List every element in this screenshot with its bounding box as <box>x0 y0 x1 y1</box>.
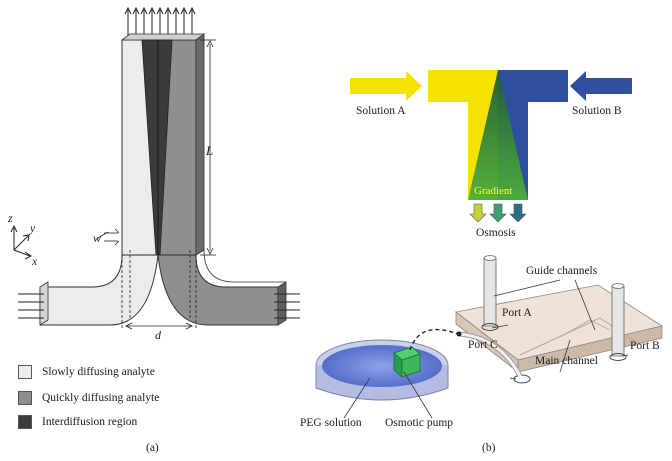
legend-swatch <box>18 415 32 429</box>
dim-label-d: d <box>155 328 161 342</box>
legend-swatch <box>18 365 32 379</box>
legend-label: Interdiffusion region <box>42 416 138 428</box>
label-port-c: Port C <box>468 339 498 351</box>
panel-b-chip <box>455 255 664 384</box>
label-guide-channels: Guide channels <box>526 265 598 277</box>
panel-b-peg-dish <box>315 328 462 419</box>
gradient-wedge <box>468 70 528 200</box>
label-main-channel: Main channel <box>535 355 598 367</box>
legend-swatch <box>18 391 32 405</box>
axes-triad <box>10 224 32 260</box>
legend-item-quick: Quickly diffusing analyte <box>18 390 159 406</box>
label-osmosis: Osmosis <box>476 227 516 239</box>
osmosis-arrows <box>469 203 527 223</box>
label-port-a: Port A <box>502 307 532 319</box>
panel-a-device <box>10 6 300 330</box>
caption-a: (a) <box>146 442 159 454</box>
axis-label-y: y <box>30 223 36 235</box>
label-gradient: Gradient <box>474 185 513 197</box>
dim-label-L: L <box>206 143 214 158</box>
label-osmotic-pump: Osmotic pump <box>385 417 454 429</box>
legend-label: Quickly diffusing analyte <box>42 392 160 404</box>
arrow-solution-b <box>570 71 632 101</box>
legend-label: Slowly diffusing analyte <box>42 366 155 378</box>
label-port-b: Port B <box>630 340 660 352</box>
panel-b-t-junction <box>350 70 632 223</box>
dim-label-w: w <box>93 231 102 245</box>
label-solution-a: Solution A <box>356 105 406 117</box>
legend-item-slow: Slowly diffusing analyte <box>18 364 155 380</box>
caption-b: (b) <box>482 442 496 454</box>
label-solution-b: Solution B <box>572 105 622 117</box>
axis-label-z: z <box>8 213 13 225</box>
axis-label-x: x <box>32 256 38 268</box>
arrow-solution-a <box>350 71 422 101</box>
legend-item-interdiffusion: Interdiffusion region <box>18 414 137 430</box>
label-peg-solution: PEG solution <box>300 417 362 429</box>
